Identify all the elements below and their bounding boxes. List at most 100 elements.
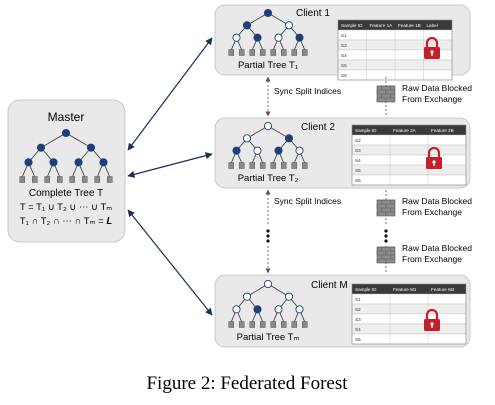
table-header-cell: Sample ID	[355, 128, 377, 133]
table-header	[352, 284, 466, 294]
table-header-cell: Feature M2	[431, 287, 455, 292]
blocked-label-1-line2: From Exchange	[402, 94, 462, 104]
leaf-node	[249, 49, 255, 56]
leaf-node	[291, 162, 297, 169]
leaf-node	[249, 162, 255, 169]
client-2-tree-node	[253, 146, 262, 155]
leaf-node	[249, 321, 255, 328]
lock-icon	[426, 146, 442, 169]
sync-label-1: Sync Split Indices	[274, 86, 341, 96]
leaf-node	[260, 162, 266, 169]
table-cell: S6	[355, 178, 361, 183]
table-row	[351, 333, 467, 345]
client-1-tree-node	[274, 33, 283, 42]
table-header-cell: Feature 1A	[370, 23, 394, 28]
table-row	[351, 154, 467, 166]
sync-label-2: Sync Split Indices	[274, 196, 341, 206]
vertical-ellipsis-right	[384, 229, 388, 243]
client-m-tree-node	[274, 305, 283, 314]
master-panel: Master Complete Tree T T = T₁ ∪ T₂ ∪ ⋯ ∪…	[7, 99, 126, 243]
table-cell: S2	[355, 138, 361, 143]
table-cell: S2	[341, 43, 347, 48]
tree-edge	[40, 132, 67, 149]
leaf-node	[228, 49, 234, 56]
leaf-node	[19, 176, 25, 183]
leaf-node	[239, 49, 245, 56]
master-tree-node	[99, 158, 108, 167]
table-row	[351, 313, 467, 325]
leaf-node	[44, 176, 50, 183]
master-tree-node	[24, 158, 33, 167]
firewall-icon	[376, 199, 396, 217]
leaf-node	[291, 321, 297, 328]
table-row	[351, 323, 467, 335]
leaf-node	[270, 162, 276, 169]
blocked-label-2-line1: Raw Data Blocked	[402, 196, 472, 206]
client-m-tree-node	[284, 292, 294, 301]
client-1-tree-node	[242, 21, 252, 30]
arrow-master-client-2	[127, 152, 213, 178]
blocked-label-1-line1: Raw Data Blocked	[402, 83, 472, 93]
arrow-master-client-1	[127, 37, 213, 151]
blocked-label-3-line1: Raw Data Blocked	[402, 243, 472, 253]
leaf-node	[107, 176, 113, 183]
leaf-node	[228, 162, 234, 169]
tree-edge	[267, 283, 290, 298]
leaf-node	[302, 49, 308, 56]
table-cell: S1	[341, 33, 347, 38]
master-formula-intersection: T₁ ∩ T₂ ∩ ⋯ ∩ Tₘ = 𝑳	[20, 216, 113, 227]
leaf-node	[281, 321, 287, 328]
client-1-tree-node	[295, 33, 304, 42]
client-m-tree-node	[295, 305, 304, 314]
table-header-cell: Label	[427, 23, 438, 28]
table-header-cell: Sample ID	[355, 287, 377, 292]
table-cell: S2	[355, 307, 361, 312]
client-1-tree-node	[284, 21, 294, 30]
leaf-node	[270, 321, 276, 328]
leaf-node	[260, 49, 266, 56]
master-formula-union: T = T₁ ∪ T₂ ∪ ⋯ ∪ Tₘ	[20, 202, 112, 213]
table-cell: S1	[355, 297, 361, 302]
client-1-title: Client 1	[296, 8, 330, 19]
leaf-node	[239, 162, 245, 169]
client-m-partial-tree	[228, 279, 308, 328]
table-row	[351, 144, 467, 156]
leaf-node	[291, 49, 297, 56]
client-m-tree-node	[263, 279, 273, 289]
client-m-title: Client M	[311, 280, 348, 291]
table-border	[351, 124, 467, 186]
leaf-node	[281, 162, 287, 169]
table-header-cell: Feature 2B	[431, 128, 454, 133]
leaf-node	[57, 176, 63, 183]
client-2-tree-node	[284, 134, 294, 143]
client-1-tree-node	[263, 8, 273, 18]
blocked-label-3-line2: From Exchange	[402, 254, 462, 264]
table-row	[351, 164, 467, 176]
master-tree-label: Complete Tree T	[29, 188, 103, 199]
leaf-node	[302, 321, 308, 328]
lock-icon	[424, 308, 440, 331]
client-2-tree-node	[263, 121, 273, 131]
table-border	[337, 19, 453, 81]
client-m-tree-node	[242, 292, 252, 301]
client-1-partial-tree	[228, 8, 308, 56]
vertical-ellipsis	[266, 229, 270, 243]
figure-caption: Figure 2: Federated Forest	[146, 373, 348, 394]
table-row	[351, 174, 467, 186]
firewall-icon	[376, 85, 396, 103]
client-m-tree-node	[232, 305, 241, 314]
table-row	[351, 293, 467, 305]
leaf-node	[69, 176, 75, 183]
client-m-tree-node	[253, 305, 262, 314]
leaf-node	[270, 49, 276, 56]
leaf-node	[260, 321, 266, 328]
firewall-icon	[376, 246, 396, 264]
table-cell: S3	[355, 317, 361, 322]
leaf-node	[239, 321, 245, 328]
table-header	[338, 20, 452, 30]
leaf-node	[302, 162, 308, 169]
table-header	[352, 125, 466, 135]
